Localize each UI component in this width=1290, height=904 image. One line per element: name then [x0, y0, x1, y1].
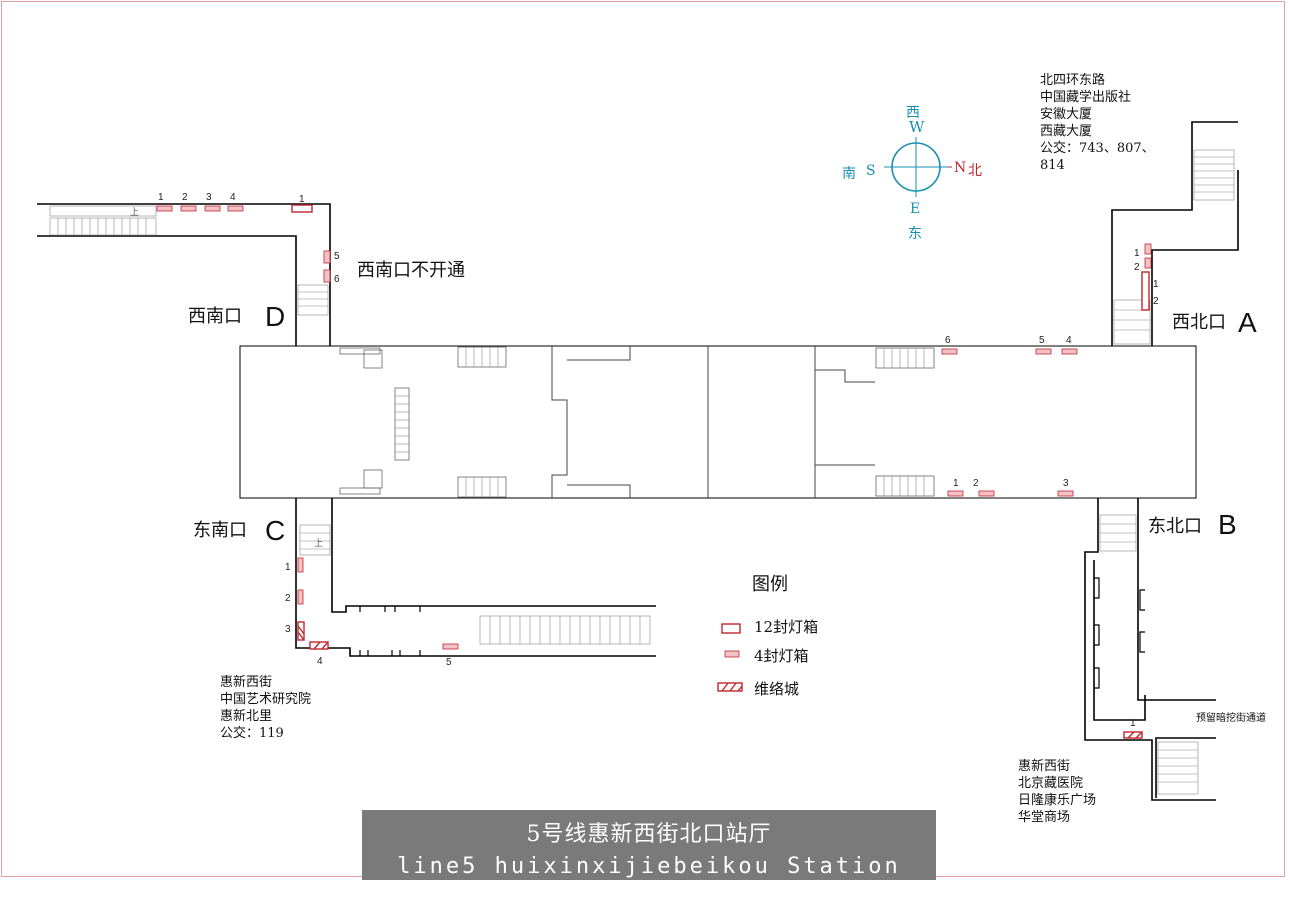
- weiluocheng-kiosks: [297, 621, 1143, 739]
- info-b-line: 日隆康乐广场: [1018, 793, 1097, 808]
- exit-d-label: 西南口: [188, 306, 242, 327]
- legend-item-4-lightbox: 4封灯箱: [754, 647, 809, 665]
- lightboxes-4-sided: [156, 205, 1152, 658]
- info-c-line: 惠新北里: [220, 709, 273, 724]
- box-number: 4: [1066, 335, 1072, 346]
- exit-c-corridor: [295, 498, 656, 657]
- compass-west-cn: 西: [906, 105, 920, 121]
- exit-b-letter: B: [1218, 509, 1237, 540]
- info-b-line: 北京藏医院: [1018, 776, 1084, 791]
- compass-north-cn: 北: [968, 163, 982, 179]
- lightboxes-12-sided: [291, 204, 1150, 634]
- box-number: 1: [953, 478, 959, 489]
- box-number: 1: [1134, 248, 1140, 259]
- box-number: 4: [230, 192, 236, 203]
- info-c-line: 中国艺术研究院: [220, 692, 312, 707]
- box-number: 1: [1130, 718, 1136, 729]
- info-c-line: 惠新西街: [220, 675, 273, 690]
- info-a-line: 北四环东路: [1040, 73, 1106, 88]
- info-b-line: 惠新西街: [1018, 759, 1071, 774]
- station-title-cn: 5号线惠新西街北口站厅: [526, 822, 772, 847]
- exit-b-label: 东北口: [1148, 516, 1202, 537]
- info-a-line: 安徽大厦: [1040, 107, 1093, 122]
- box-number: 2: [1153, 296, 1159, 307]
- station-title-en: line5 huixinxijiebeikou Station Hall: [397, 854, 901, 904]
- station-hall-outline: [239, 345, 1197, 499]
- stair-up-mark: 上: [130, 207, 140, 217]
- station-title-bar: 5号线惠新西街北口站厅 line5 huixinxijiebeikou Stat…: [362, 810, 936, 904]
- info-b-line: 华堂商场: [1018, 810, 1071, 825]
- box-number: 2: [1134, 262, 1140, 273]
- compass-north-letter: N: [954, 160, 967, 176]
- info-exit-a: 北四环东路 中国藏学出版社 安徽大厦 西藏大厦 公交：743、807、 814: [1040, 72, 1155, 174]
- info-a-line: 公交：743、807、: [1040, 141, 1155, 156]
- exit-c-notches: [359, 606, 421, 656]
- exit-d-closed-note: 西南口不开通: [357, 260, 465, 281]
- compass-west-letter: W: [909, 118, 925, 136]
- exit-a-corridor: [1111, 121, 1239, 346]
- box-number: 3: [1063, 478, 1069, 489]
- exit-b-escalator: [1099, 514, 1199, 795]
- exit-d-corridor: [37, 203, 331, 346]
- info-c-line: 公交：119: [220, 726, 284, 741]
- stair-up-mark: 上: [314, 538, 324, 548]
- exit-b-corridor: [1084, 498, 1216, 801]
- exit-c-label: 东南口: [193, 520, 247, 541]
- exit-c-letter: C: [265, 515, 286, 546]
- compass-east-letter: E: [910, 201, 921, 217]
- legend-item-weiluocheng: 维络城: [754, 680, 800, 698]
- box-number: 3: [285, 624, 291, 635]
- compass-east-cn: 东: [908, 226, 922, 242]
- box-number: 1: [1153, 279, 1159, 290]
- compass-south-letter: S: [866, 163, 876, 179]
- hall-stair-treads: [395, 347, 925, 497]
- info-a-line: 中国藏学出版社: [1040, 90, 1132, 105]
- station-floor-plan: [37, 121, 1239, 801]
- box-number: 5: [446, 657, 452, 668]
- exit-a-letter: A: [1238, 307, 1257, 338]
- box-number: 5: [1039, 335, 1045, 346]
- box-number: 1: [299, 194, 305, 205]
- box-number: 2: [973, 478, 979, 489]
- exit-d-escalator: [49, 205, 329, 316]
- box-number: 2: [182, 192, 188, 203]
- box-number: 1: [285, 562, 291, 573]
- exit-c-escalator: [299, 524, 651, 645]
- info-a-line: 西藏大厦: [1040, 124, 1093, 139]
- legend-title: 图例: [752, 574, 788, 595]
- box-number: 6: [945, 335, 951, 346]
- box-number: 2: [285, 593, 291, 604]
- box-number: 6: [334, 274, 340, 285]
- compass: [884, 137, 952, 197]
- hall-escalators: [339, 346, 935, 498]
- hall-partitions: [551, 346, 875, 498]
- box-number: 4: [317, 656, 323, 667]
- exit-d-letter: D: [265, 301, 286, 332]
- exit-a-label: 西北口: [1172, 312, 1226, 333]
- info-exit-c: 惠新西街 中国艺术研究院 惠新北里 公交：119: [220, 674, 311, 742]
- compass-south-cn: 南: [842, 166, 856, 182]
- box-number: 5: [334, 251, 340, 262]
- legend-item-12-lightbox: 12封灯箱: [754, 618, 819, 636]
- info-a-line: 814: [1040, 158, 1065, 173]
- reserved-passage-note: 预留暗挖街通道: [1196, 713, 1266, 724]
- box-number: 1: [158, 192, 164, 203]
- exit-b-notches: [1094, 577, 1145, 689]
- box-number: 3: [206, 192, 212, 203]
- info-exit-b: 惠新西街 北京藏医院 日隆康乐广场 华堂商场: [1018, 758, 1096, 826]
